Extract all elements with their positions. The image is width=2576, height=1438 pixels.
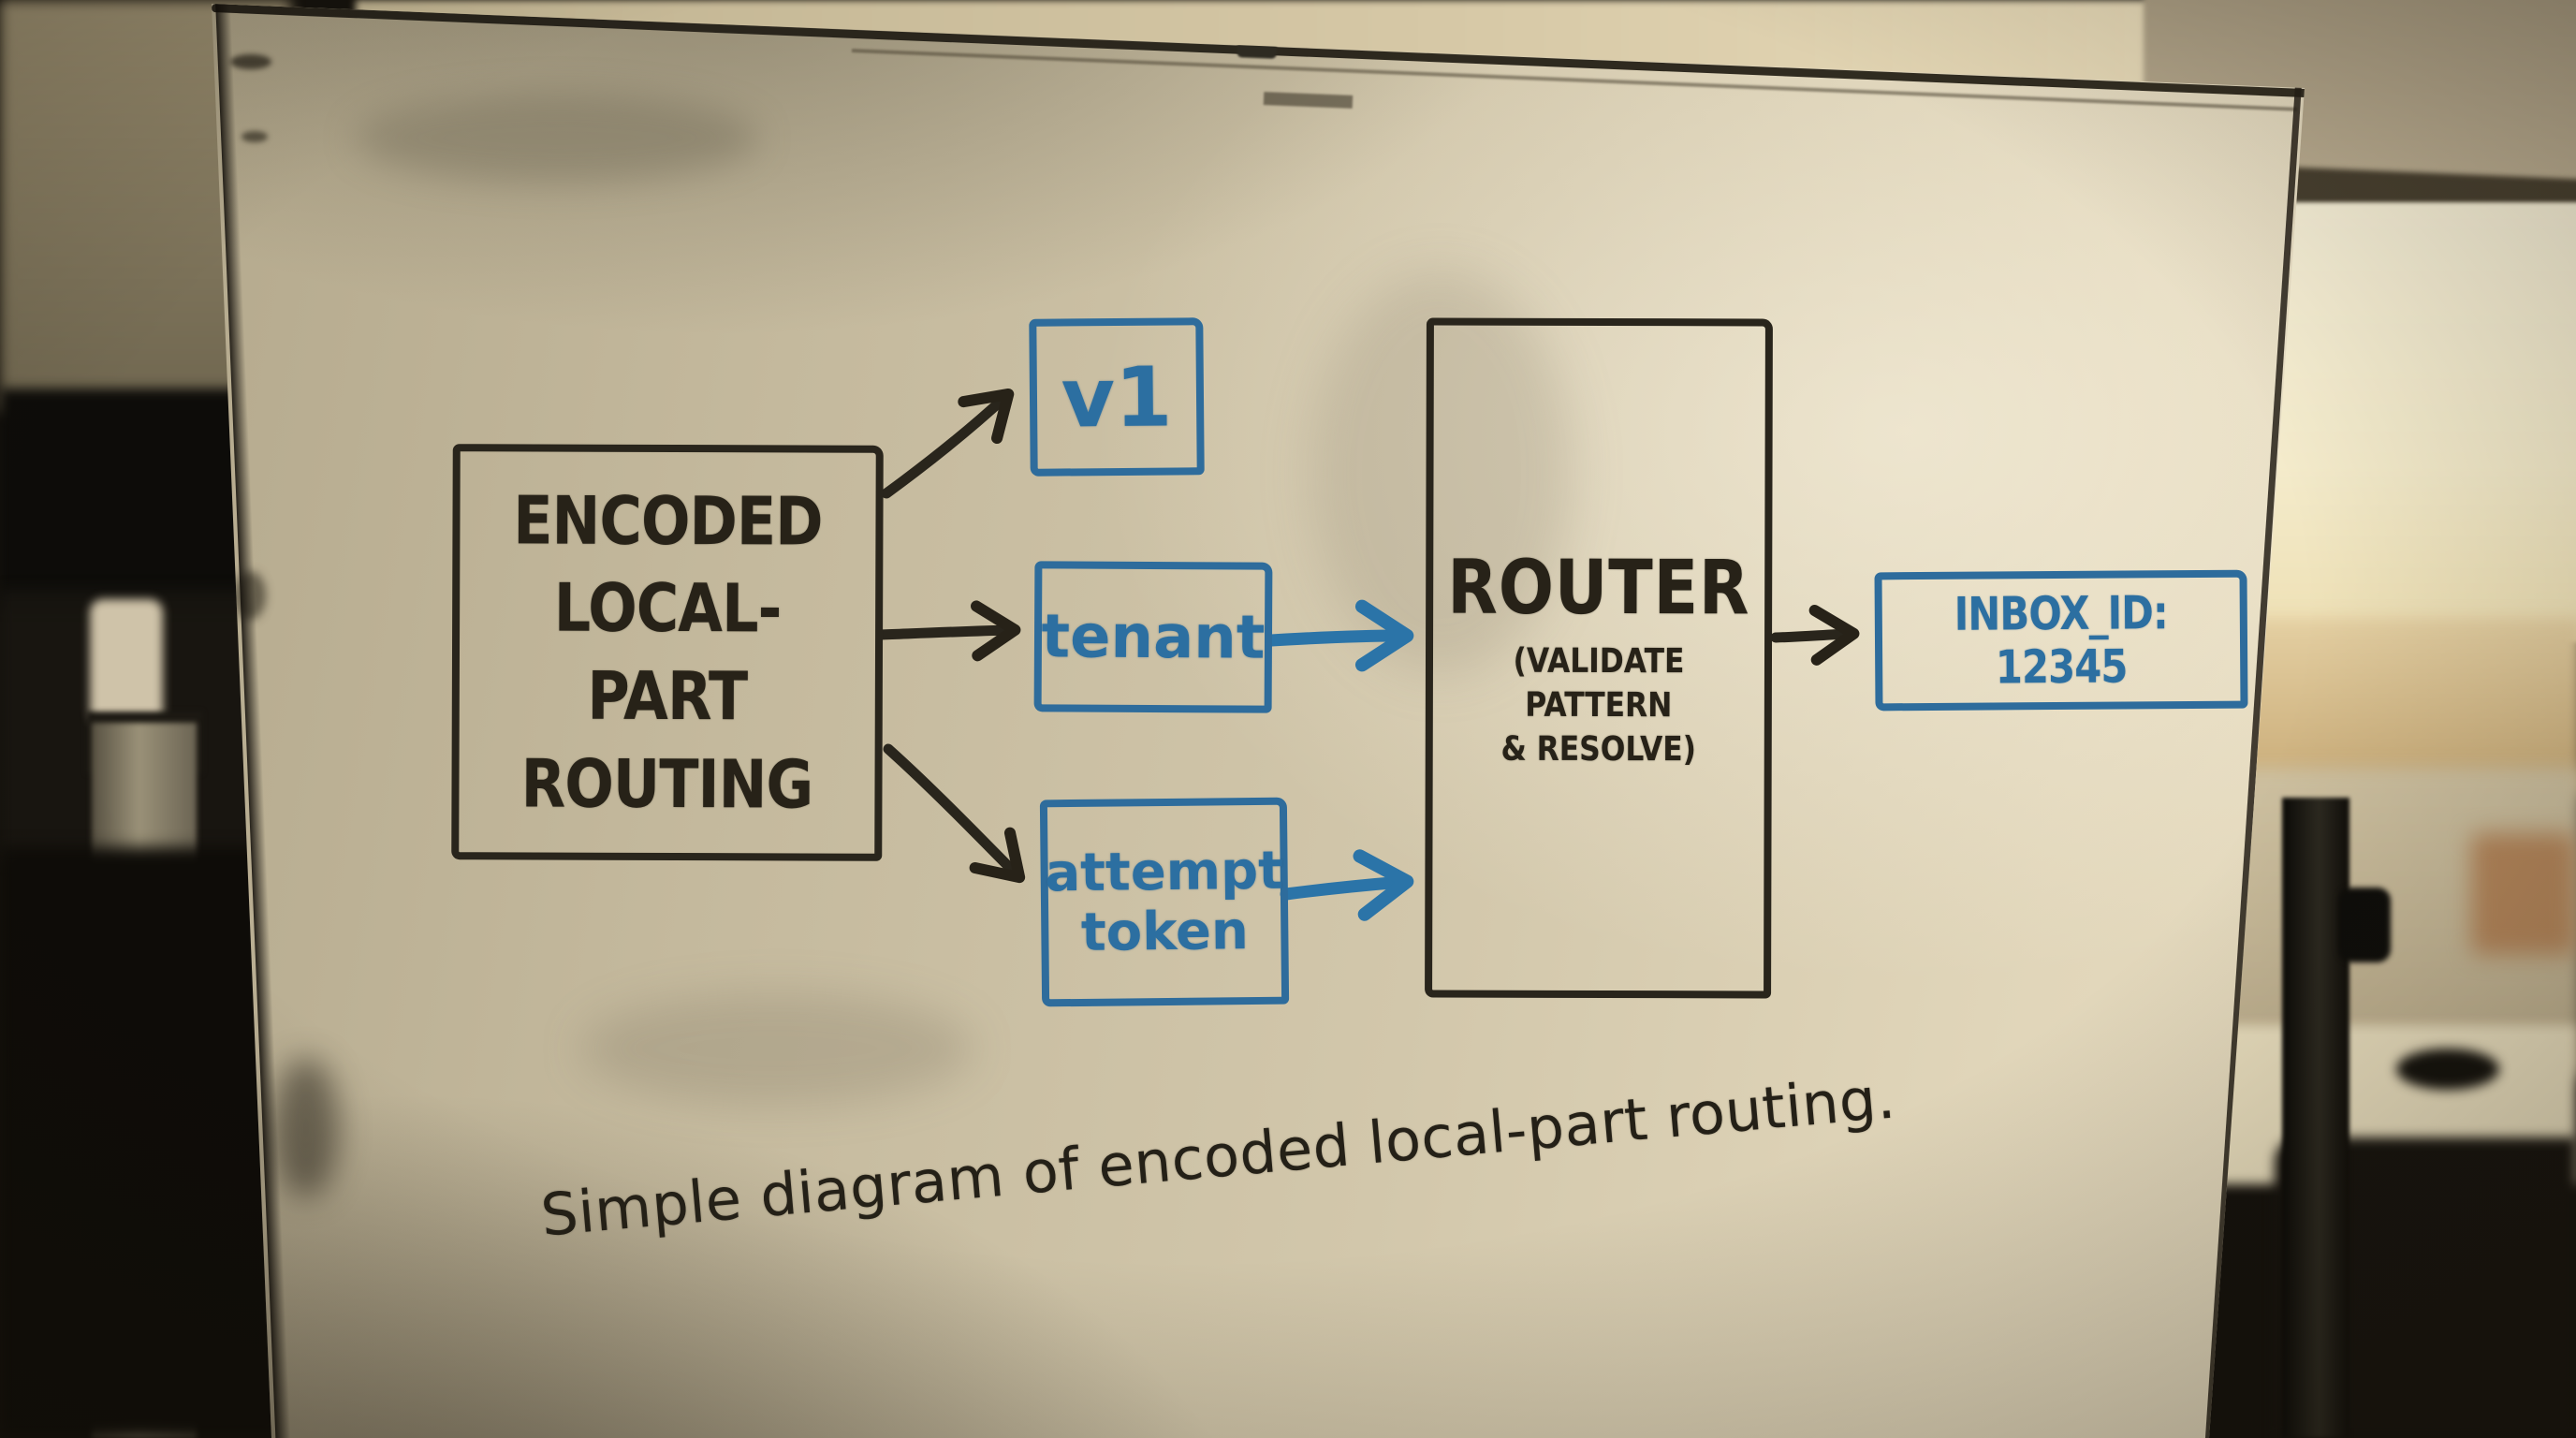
board-grime-mark	[230, 54, 271, 69]
router-node-title: ROUTER	[1447, 543, 1750, 632]
source-node-label: ENCODED LOCAL-PART ROUTING	[513, 480, 823, 824]
board-grime-mark	[242, 131, 268, 142]
window-building	[2471, 833, 2576, 955]
stand-clamp-knob	[2338, 888, 2391, 962]
desk-mouse	[2396, 1049, 2499, 1090]
attempt-token-node-label: attempt token	[1045, 840, 1284, 963]
board-smudge	[1310, 271, 1573, 674]
inbox-id-node-label: INBOX_ID: 12345	[1954, 586, 2169, 695]
source-node: ENCODED LOCAL-PART ROUTING	[451, 444, 884, 861]
inbox-id-node: INBOX_ID: 12345	[1874, 569, 2248, 712]
version-node: v1	[1029, 317, 1205, 477]
router-node: ROUTER (VALIDATE PATTERN & RESOLVE)	[1425, 317, 1773, 999]
tenant-node-label: tenant	[1041, 601, 1266, 673]
board-smudge	[580, 992, 973, 1105]
left-monitor-silhouette	[0, 389, 253, 609]
tenant-node: tenant	[1033, 561, 1273, 713]
board-smudge	[356, 94, 758, 183]
attempt-token-node: attempt token	[1039, 797, 1290, 1007]
left-mug	[90, 599, 163, 726]
version-node-label: v1	[1061, 347, 1173, 447]
board-grime-mark	[273, 1058, 339, 1198]
router-node-subtitle: (VALIDATE PATTERN & RESOLVE)	[1500, 642, 1697, 770]
left-floor-shadow	[0, 847, 281, 1438]
